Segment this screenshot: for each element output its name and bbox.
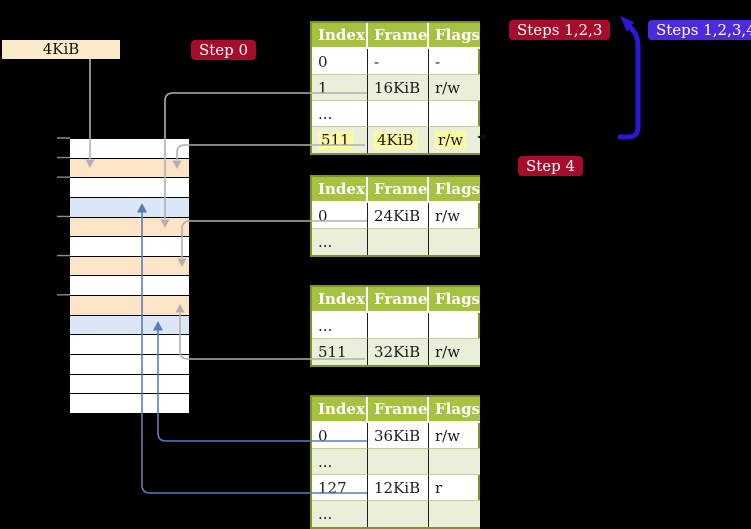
column-header: Index — [312, 397, 368, 423]
table-cell: 32KiB — [368, 339, 429, 365]
table-cell: 511 — [312, 127, 368, 153]
column-header: Flags — [429, 287, 480, 313]
table-cell: - — [429, 49, 480, 75]
cell-value: 1 — [318, 78, 328, 97]
column-header: Flags — [429, 177, 480, 203]
cell-value: ... — [318, 233, 333, 251]
cell-value: 16KiB — [374, 78, 421, 97]
column-header: Flags — [429, 23, 480, 49]
cell-value: 24KiB — [374, 206, 421, 225]
column-header: Frame — [368, 177, 429, 203]
steps1234-badge: Steps 1,2,3,4 — [648, 20, 751, 40]
cell-value: r/w — [435, 343, 461, 361]
highlighted-cell-value: 4KiB — [374, 131, 417, 149]
table-cell — [429, 313, 480, 339]
column-header: Frame — [368, 23, 429, 49]
memory-row — [70, 334, 189, 355]
table-cell: r/w — [429, 423, 480, 449]
page-table-mid-2: Index Frame Flags ... 511 32KiB r/w — [310, 285, 480, 367]
step4-badge: Step 4 — [518, 156, 584, 176]
cell-value: 0 — [318, 52, 328, 71]
cell-value: r — [435, 478, 443, 497]
cell-value: 0 — [318, 426, 328, 445]
memory-row — [70, 216, 189, 237]
table-cell: r/w — [429, 203, 480, 229]
memory-row — [70, 157, 189, 178]
memory-row — [70, 393, 189, 413]
column-header: Index — [312, 23, 368, 49]
memory-row — [70, 314, 189, 335]
column-header: Index — [312, 287, 368, 313]
memory-row — [70, 354, 189, 374]
cell-value: - — [374, 52, 380, 71]
table-cell: 511 — [312, 339, 368, 365]
table-cell: 0 — [312, 203, 368, 229]
column-header: Index — [312, 177, 368, 203]
step0-badge: Step 0 — [191, 40, 257, 60]
table-cell — [368, 101, 429, 127]
memory-row — [70, 196, 189, 217]
cell-value: 127 — [318, 478, 347, 497]
physical-memory-column — [69, 138, 190, 414]
table-cell: 0 — [312, 423, 368, 449]
table-cell: 4KiB — [368, 127, 429, 153]
page-table-mid-1: Index Frame Flags 0 24KiB r/w ... — [310, 175, 480, 257]
memory-row — [70, 275, 189, 296]
table-cell: 12KiB — [368, 475, 429, 501]
cell-value: ... — [318, 104, 333, 123]
table-cell: 0 — [312, 49, 368, 75]
table-cell: 127 — [312, 475, 368, 501]
cell-value: 32KiB — [374, 343, 421, 361]
table-cell — [368, 501, 429, 527]
table-cell: ... — [312, 101, 368, 127]
cell-value: r/w — [435, 426, 461, 445]
table-cell — [368, 313, 429, 339]
table-cell: ... — [312, 449, 368, 475]
page-table-bottom: Index Frame Flags 0 36KiB r/w ... 127 12… — [310, 395, 480, 529]
table-cell — [368, 229, 429, 255]
table-cell: 36KiB — [368, 423, 429, 449]
root-table-pointer-box: 4KiB — [2, 40, 120, 59]
cell-value: 12KiB — [374, 478, 421, 497]
highlighted-cell-value: r/w — [435, 131, 467, 149]
table-cell: 1 — [312, 75, 368, 101]
column-header: Flags — [429, 397, 480, 423]
cell-value: 0 — [318, 206, 328, 225]
memory-row — [70, 295, 189, 315]
column-header: Frame — [368, 287, 429, 313]
table-cell: ... — [312, 313, 368, 339]
highlighted-cell-value: 511 — [318, 131, 353, 149]
table-cell: r — [429, 475, 480, 501]
page-table-top: Index Frame Flags 0 - - 1 16KiB r/w ... … — [310, 21, 480, 155]
cell-value: r/w — [435, 206, 461, 225]
memory-row — [70, 255, 189, 276]
cell-value: ... — [318, 452, 333, 471]
column-header: Frame — [368, 397, 429, 423]
memory-row — [70, 373, 189, 394]
table-cell: - — [368, 49, 429, 75]
table-cell — [429, 449, 480, 475]
steps123-badge: Steps 1,2,3 — [509, 20, 611, 40]
cell-value: 511 — [318, 343, 347, 361]
cell-value: 36KiB — [374, 426, 421, 445]
table-cell: r/w — [429, 127, 480, 153]
table-cell: ... — [312, 501, 368, 527]
memory-row — [70, 177, 189, 197]
table-cell — [429, 101, 480, 127]
table-cell — [429, 501, 480, 527]
cell-value: r/w — [435, 78, 461, 97]
memory-row — [70, 236, 189, 256]
table-cell — [368, 449, 429, 475]
table-cell: ... — [312, 229, 368, 255]
steps-loop-arrow — [617, 16, 641, 140]
memory-row — [70, 139, 189, 158]
cell-value: - — [435, 52, 441, 71]
table-cell: 16KiB — [368, 75, 429, 101]
table-cell — [429, 229, 480, 255]
table-cell: 24KiB — [368, 203, 429, 229]
table-cell: r/w — [429, 339, 480, 365]
cell-value: ... — [318, 316, 333, 335]
table-cell: r/w — [429, 75, 480, 101]
cell-value: ... — [318, 505, 333, 523]
